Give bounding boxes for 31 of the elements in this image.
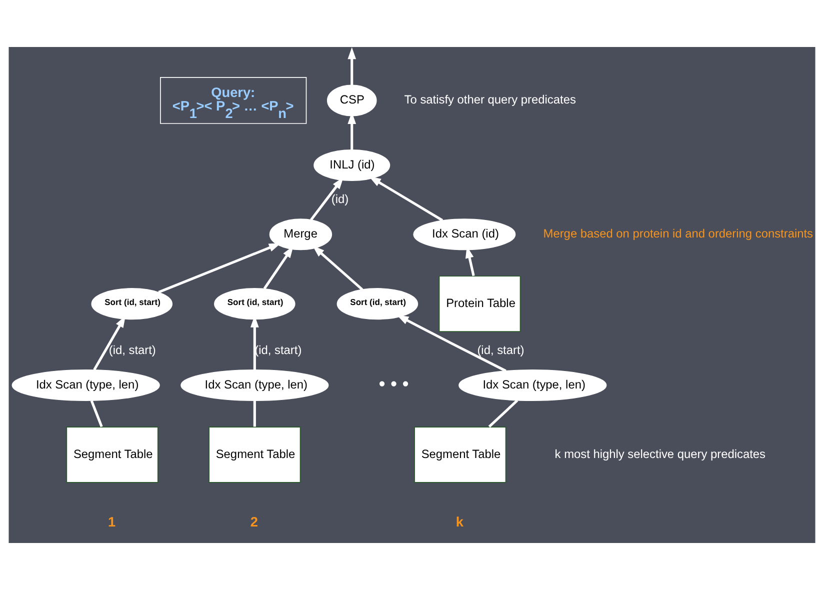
node-label: 2 bbox=[250, 514, 258, 530]
node-ellipse: Idx Scan (type, len) bbox=[180, 368, 329, 401]
label: • • • bbox=[378, 372, 409, 394]
node-box: Segment Table bbox=[414, 426, 506, 482]
label: Merge based on protein id and ordering constraints bbox=[543, 226, 814, 240]
node-box: Segment Table bbox=[66, 426, 158, 482]
node-ellipse: Idx Scan (type, len) bbox=[458, 368, 607, 401]
arrow bbox=[312, 245, 364, 290]
node-box: Segment Table bbox=[208, 426, 301, 482]
node-label: 1 bbox=[108, 514, 116, 530]
node-ellipse: Idx Scan (type, len) bbox=[12, 368, 160, 401]
connector bbox=[90, 400, 103, 427]
connector bbox=[488, 399, 518, 428]
connector bbox=[253, 400, 256, 426]
arrow bbox=[348, 46, 356, 85]
edge-label: (id) bbox=[331, 191, 349, 206]
label: k most highly selective query predicates bbox=[554, 446, 766, 460]
node-ellipse: Idx Scan (id) bbox=[413, 218, 516, 250]
node-ellipse: Sort (id, start) bbox=[91, 288, 173, 320]
node-box: Protein Table bbox=[438, 275, 521, 332]
node-label: k bbox=[456, 514, 464, 530]
arrow bbox=[396, 314, 506, 372]
node-ellipse: Sort (id, start) bbox=[214, 288, 296, 320]
label: To satisfy other query predicates bbox=[404, 92, 576, 106]
node-ellipse: Sort (id, start) bbox=[336, 288, 418, 320]
node-ellipse: INLJ (id) bbox=[314, 149, 390, 181]
edge-label: (id, start) bbox=[477, 342, 524, 356]
edge-label: (id, start) bbox=[108, 342, 156, 356]
arrow bbox=[158, 242, 281, 293]
arrow bbox=[368, 176, 444, 221]
node-ellipse: CSP bbox=[326, 84, 377, 116]
